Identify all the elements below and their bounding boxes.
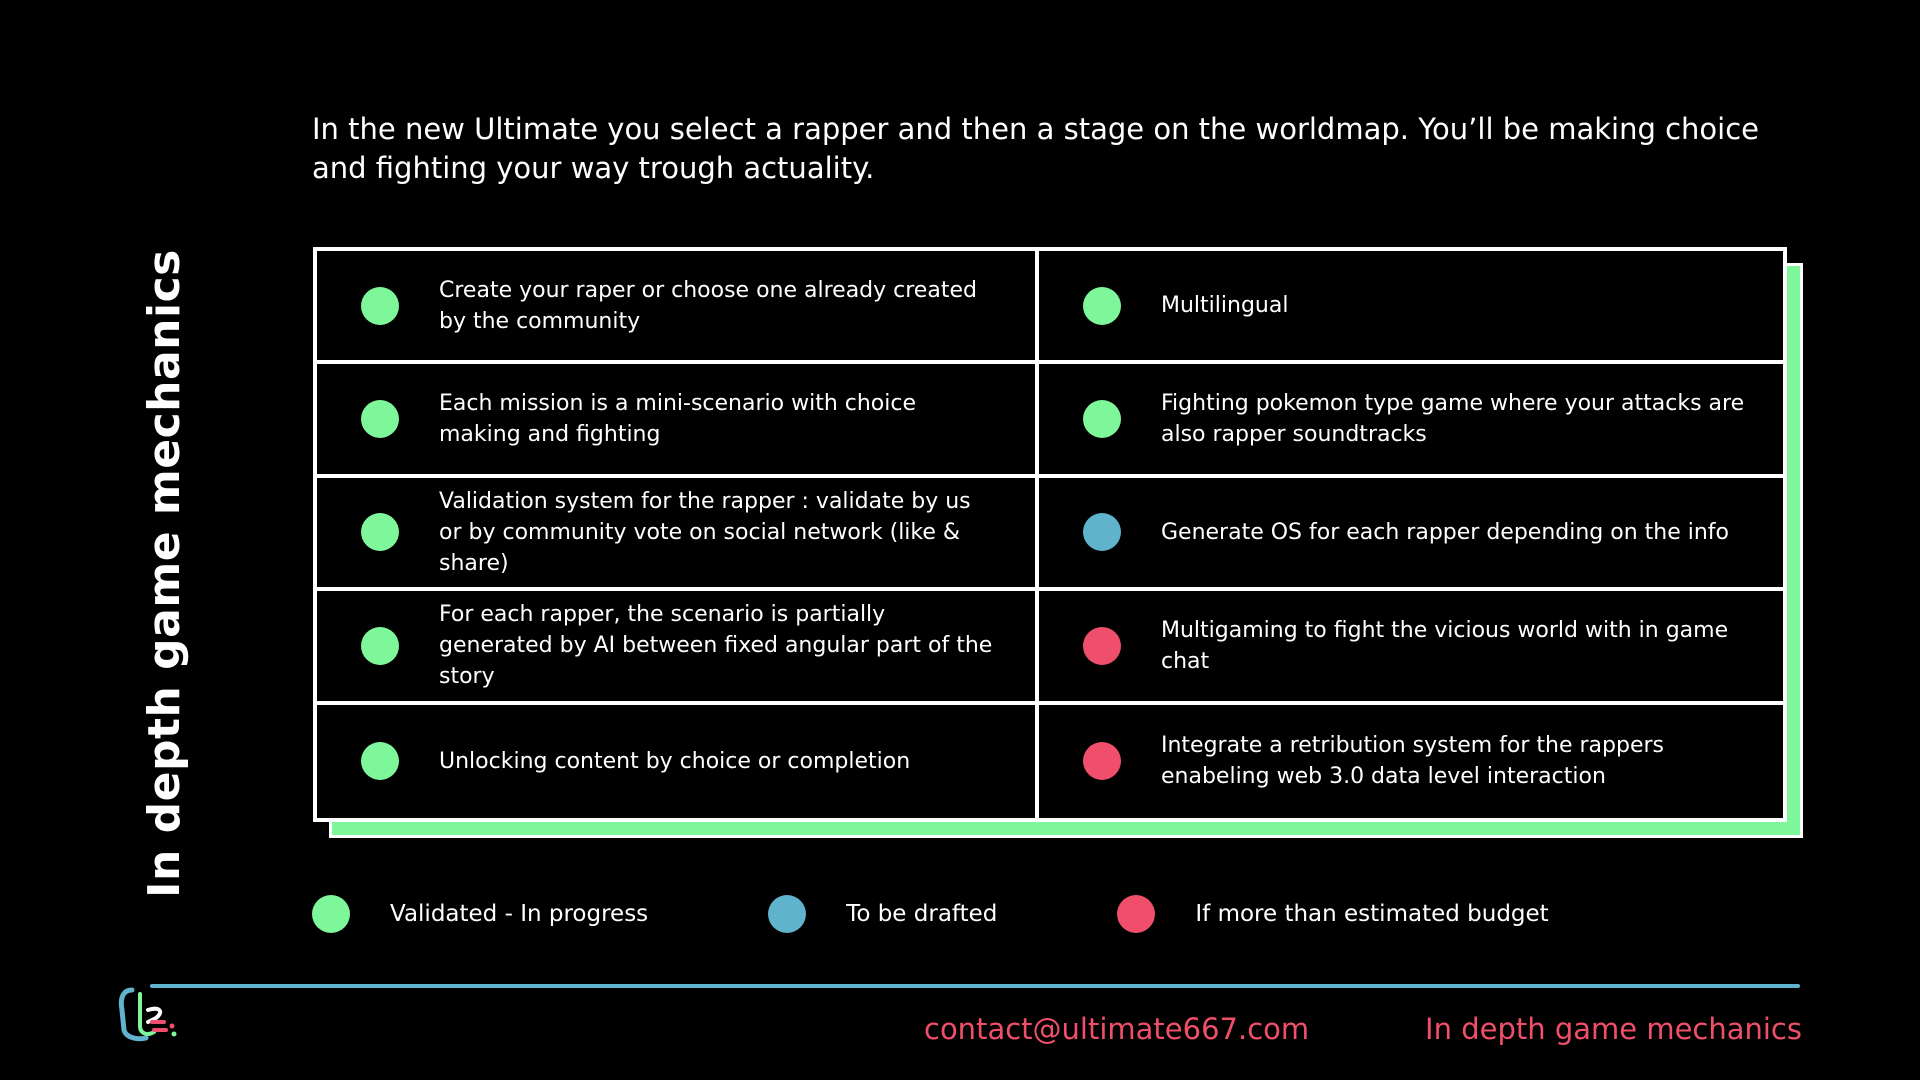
feature-text: Integrate a retribution system for the r… <box>1161 733 1665 790</box>
feature-cell: Multilingual <box>1039 251 1783 365</box>
footer-section-title: In depth game mechanics <box>1425 1012 1802 1046</box>
status-legend: Validated - In progress To be drafted If m… <box>312 894 1669 934</box>
status-dot-icon <box>1083 286 1121 325</box>
feature-text: Each mission is a mini-scenario with cho… <box>439 391 917 448</box>
feature-cell: Create your raper or choose one already … <box>317 251 1039 365</box>
ultimate-logo-icon <box>118 987 177 1042</box>
features-table: Create your raper or choose one already … <box>313 247 1803 838</box>
green-dot-icon <box>312 895 350 933</box>
feature-text: Validation system for the rapper : valid… <box>439 488 971 576</box>
status-dot-icon <box>361 400 399 439</box>
feature-text: Unlocking content by choice or completio… <box>439 748 911 774</box>
footer-contact-link[interactable]: contact@ultimate667.com <box>924 1012 1310 1046</box>
feature-cell: Multigaming to fight the vicious world w… <box>1039 591 1783 705</box>
status-dot-icon <box>1083 626 1121 665</box>
side-title-label: In depth game mechanics <box>138 248 190 898</box>
legend-item: Validated - In progress <box>312 895 648 933</box>
feature-cell: Unlocking content by choice or completio… <box>317 704 1039 818</box>
side-title: In depth game mechanics <box>130 249 198 898</box>
feature-cell: Validation system for the rapper : valid… <box>317 477 1039 592</box>
feature-text: Multigaming to fight the vicious world w… <box>1161 617 1729 674</box>
legend-item: To be drafted <box>768 895 997 933</box>
features-grid: Create your raper or choose one already … <box>313 247 1787 822</box>
feature-cell: Integrate a retribution system for the r… <box>1039 705 1783 818</box>
blue-dot-icon <box>768 895 807 933</box>
feature-cell: Generate OS for each rapper depending on… <box>1039 478 1783 592</box>
legend-item: If more than estimated budget <box>1117 895 1549 933</box>
status-dot-icon <box>361 742 399 781</box>
legend-label: Validated - In progress <box>390 901 649 927</box>
legend-label: To be drafted <box>846 901 998 927</box>
status-dot-icon <box>361 626 399 665</box>
legend-label: If more than estimated budget <box>1195 901 1549 927</box>
footer-divider <box>150 984 1800 988</box>
feature-text: Create your raper or choose one already … <box>439 277 977 334</box>
status-dot-icon <box>1083 513 1121 552</box>
feature-text: Multilingual <box>1161 293 1289 319</box>
feature-text: Generate OS for each rapper depending on… <box>1161 519 1730 545</box>
status-dot-icon <box>361 513 399 552</box>
feature-text: Fighting pokemon type game where your at… <box>1161 391 1745 448</box>
status-dot-icon <box>1083 742 1121 781</box>
feature-cell: For each rapper, the scenario is partial… <box>317 591 1039 705</box>
red-dot-icon <box>1117 895 1156 933</box>
status-dot-icon <box>1083 400 1121 439</box>
feature-cell: Each mission is a mini-scenario with cho… <box>317 364 1039 478</box>
feature-text: For each rapper, the scenario is partial… <box>439 602 993 690</box>
feature-cell: Fighting pokemon type game where your at… <box>1039 364 1783 478</box>
intro-text: In the new Ultimate you select a rapper … <box>312 112 1759 185</box>
status-dot-icon <box>361 286 399 325</box>
